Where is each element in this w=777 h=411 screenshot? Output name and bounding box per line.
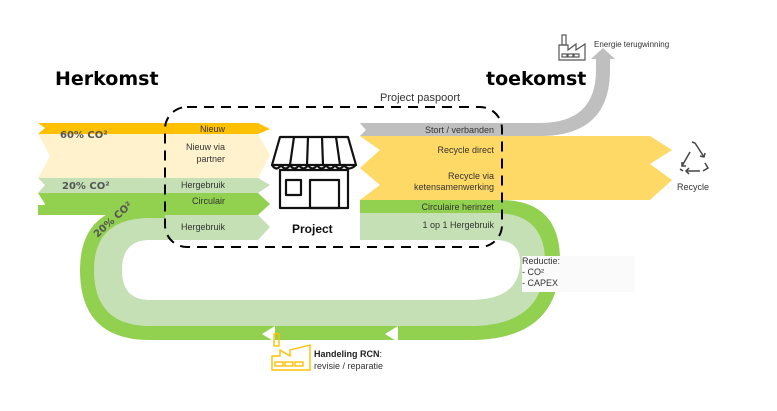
handling-title-text: Handeling RCN (314, 349, 380, 359)
handling-title: Handeling RCN: (314, 349, 382, 359)
project-label: Project (292, 222, 333, 236)
input-band-nieuw-via-partner (38, 134, 270, 178)
project-passport-boundary (164, 106, 503, 248)
input-label-hergebruik-1: Hergebruik (180, 180, 225, 190)
energy-recovery-label: Energie terugwinning (594, 40, 670, 49)
reduction-box: Reductie: - CO² - CAPEX (522, 256, 634, 292)
output-band-hergebruik (360, 213, 500, 240)
reduction-item-capex: - CAPEX (522, 278, 559, 288)
circulair-fill (38, 205, 165, 215)
output-band-stort (360, 123, 500, 136)
co2-label-new: 60% CO² (60, 130, 108, 141)
output-label-hergebruik: 1 op 1 Hergebruik (422, 220, 494, 230)
loop-arrow-right (385, 326, 398, 342)
input-band-hergebruik-2 (165, 215, 270, 240)
co2-label-reuse: 20% CO² (62, 181, 110, 192)
storefront-icon (270, 135, 358, 210)
input-label-nieuw-via-partner-1: Nieuw via (185, 142, 225, 152)
heading-herkomst: Herkomst (55, 68, 159, 90)
energy-factory-icon (558, 34, 586, 61)
recycle-label: Recycle (677, 182, 710, 192)
handling-title-suffix: : (379, 349, 383, 359)
input-label-nieuw: Nieuw (199, 124, 225, 134)
reduction-title: Reductie: (522, 256, 561, 266)
input-label-nieuw-via-partner-2: partner (196, 154, 225, 164)
input-band-nieuw (38, 123, 270, 134)
input-band-hergebruik-1 (38, 178, 270, 193)
recycle-icon (679, 141, 710, 175)
output-band-circulaire (360, 200, 500, 213)
output-label-recycle-via-2: ketensamenwerking (413, 182, 494, 192)
output-band-recycle (360, 136, 500, 200)
output-label-recycle-via-1: Recycle via (447, 171, 494, 181)
loop-arrow-left (262, 326, 275, 342)
output-label-stort: Stort / verbanden (424, 125, 494, 135)
project-passport-title: Project paspoort (380, 92, 461, 104)
input-label-hergebruik-2: Hergebruik (180, 222, 225, 232)
output-label-circulaire: Circulaire herinzet (421, 202, 494, 212)
handling-factory-icon (271, 333, 311, 371)
output-label-recycle-direct: Recycle direct (437, 145, 494, 155)
grey-energy-arrowhead (591, 48, 615, 59)
reduction-item-co2: - CO² (522, 267, 544, 277)
handling-subtitle: revisie / reparatie (314, 361, 384, 371)
heading-toekomst: toekomst (486, 68, 587, 90)
input-label-circulair: Circulair (191, 196, 225, 206)
